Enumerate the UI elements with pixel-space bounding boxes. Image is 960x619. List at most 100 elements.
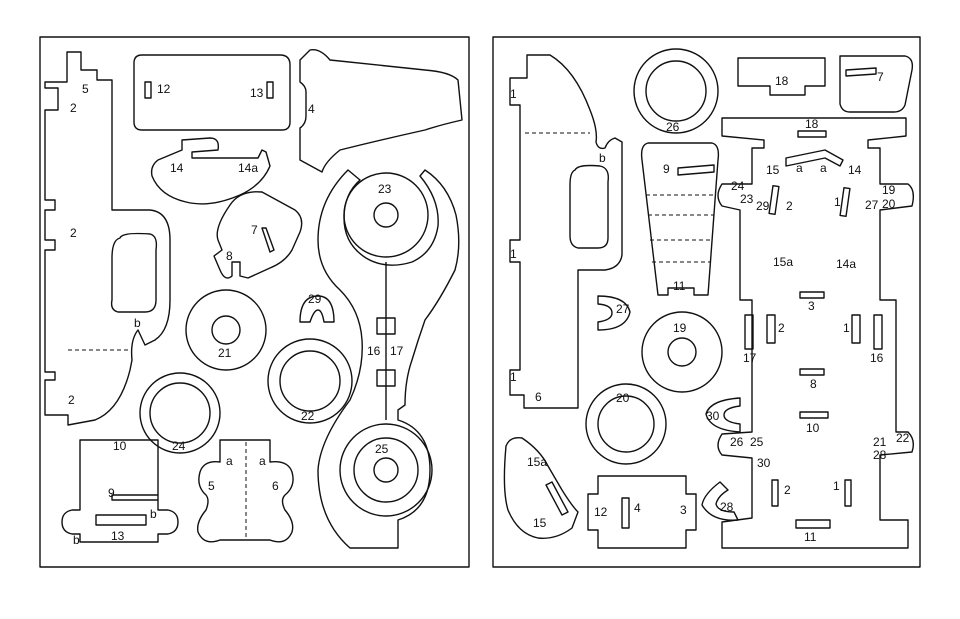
ring-26-outer bbox=[633, 48, 719, 134]
label: a bbox=[259, 454, 266, 468]
label: b bbox=[73, 533, 80, 547]
part-7-8 bbox=[213, 191, 303, 279]
label: 22 bbox=[301, 409, 315, 423]
slot-18 bbox=[797, 130, 827, 138]
ring-19-outer bbox=[641, 311, 723, 393]
part-23-25-frame bbox=[317, 169, 460, 549]
label: 30 bbox=[706, 409, 720, 423]
part-chassis-top-arc bbox=[785, 149, 844, 167]
label: 8 bbox=[226, 249, 233, 263]
ring-24-outer bbox=[139, 372, 221, 454]
slot-9 bbox=[677, 164, 715, 176]
ring-25-mid bbox=[353, 437, 419, 503]
label: 1 bbox=[834, 195, 841, 209]
label: a bbox=[226, 454, 233, 468]
label: 15 bbox=[766, 163, 780, 177]
window-cutout-left bbox=[110, 232, 158, 313]
slot-13 bbox=[266, 81, 274, 99]
label: 29 bbox=[308, 292, 322, 306]
part-28 bbox=[701, 481, 739, 521]
label: 30 bbox=[757, 456, 771, 470]
label: 20 bbox=[882, 197, 896, 211]
tab-17 bbox=[376, 369, 396, 387]
label: 21 bbox=[218, 346, 232, 360]
sheet-left-labels: 5 2 2 2 12 13 4 14 14a 7 8 23 29 21 22 1… bbox=[68, 82, 404, 547]
part-9-11 bbox=[640, 142, 720, 296]
label: 1 bbox=[833, 479, 840, 493]
label: 25 bbox=[750, 435, 764, 449]
label: 2 bbox=[786, 199, 793, 213]
label: 14a bbox=[836, 257, 856, 271]
label: 1 bbox=[843, 321, 850, 335]
label: b bbox=[150, 507, 157, 521]
slot-2-bottom bbox=[771, 479, 779, 507]
label: 4 bbox=[634, 501, 641, 515]
sheet-right bbox=[492, 36, 921, 568]
label: 27 bbox=[616, 302, 630, 316]
ring-24-inner bbox=[149, 382, 211, 444]
label: 15 bbox=[533, 516, 547, 530]
label: 10 bbox=[113, 439, 127, 453]
ring-20-inner bbox=[597, 395, 655, 453]
label: 28 bbox=[720, 500, 734, 514]
slot-16 bbox=[873, 314, 883, 350]
label: 26 bbox=[666, 120, 680, 134]
slot-7 bbox=[261, 227, 275, 253]
slot-15 bbox=[545, 481, 569, 516]
label: 17 bbox=[743, 351, 757, 365]
label: 10 bbox=[806, 421, 820, 435]
slot-7-right bbox=[845, 67, 877, 77]
label: 16 bbox=[367, 344, 381, 358]
slot-10 bbox=[799, 411, 829, 419]
label: 7 bbox=[877, 70, 884, 84]
label: 23 bbox=[740, 192, 754, 206]
label: 5 bbox=[82, 82, 89, 96]
label: a bbox=[796, 161, 803, 175]
label: 1 bbox=[510, 370, 517, 384]
slot-1-mid bbox=[851, 314, 861, 344]
ring-20-outer bbox=[585, 383, 667, 465]
slot-8 bbox=[799, 368, 825, 376]
label: 23 bbox=[378, 182, 392, 196]
label: 29 bbox=[756, 199, 770, 213]
sheet-right-labels: 1 1 1 6 b 26 18 7 18 9 a a 15 14 24 23 2… bbox=[510, 70, 910, 544]
label: 21 bbox=[873, 435, 887, 449]
part-5-6 bbox=[196, 439, 294, 543]
label: 12 bbox=[594, 505, 608, 519]
slot-13-bottom bbox=[95, 514, 147, 526]
label: a bbox=[820, 161, 827, 175]
label: 24 bbox=[172, 439, 186, 453]
label: 19 bbox=[673, 321, 687, 335]
label: 19 bbox=[882, 183, 896, 197]
label: 6 bbox=[272, 479, 279, 493]
part-4 bbox=[299, 49, 463, 173]
ring-26-inner bbox=[645, 60, 707, 122]
slot-1-top bbox=[839, 187, 851, 217]
label: 14 bbox=[848, 163, 862, 177]
label: 14a bbox=[238, 161, 258, 175]
label: 5 bbox=[208, 479, 215, 493]
label: 24 bbox=[731, 179, 745, 193]
label: 11 bbox=[804, 530, 817, 544]
sheet-right-border bbox=[492, 36, 921, 568]
part-30 bbox=[705, 397, 741, 433]
label: 2 bbox=[68, 393, 75, 407]
slot-3 bbox=[799, 291, 825, 299]
label: 1 bbox=[510, 247, 517, 261]
label: 7 bbox=[251, 223, 258, 237]
label: 13 bbox=[111, 529, 125, 543]
ring-23-outer bbox=[343, 172, 429, 258]
label: 13 bbox=[250, 86, 264, 100]
label: 20 bbox=[616, 391, 630, 405]
part-chassis bbox=[717, 117, 915, 549]
ring-21-outer bbox=[185, 289, 267, 371]
part-10-13 bbox=[61, 439, 179, 543]
label: 9 bbox=[108, 486, 115, 500]
label: 16 bbox=[870, 351, 884, 365]
sheet-left-border bbox=[39, 36, 470, 568]
slot-12 bbox=[144, 81, 152, 99]
label: 26 bbox=[730, 435, 744, 449]
label: 15a bbox=[527, 455, 547, 469]
label: 4 bbox=[308, 102, 315, 116]
slot-2-mid bbox=[766, 314, 776, 344]
